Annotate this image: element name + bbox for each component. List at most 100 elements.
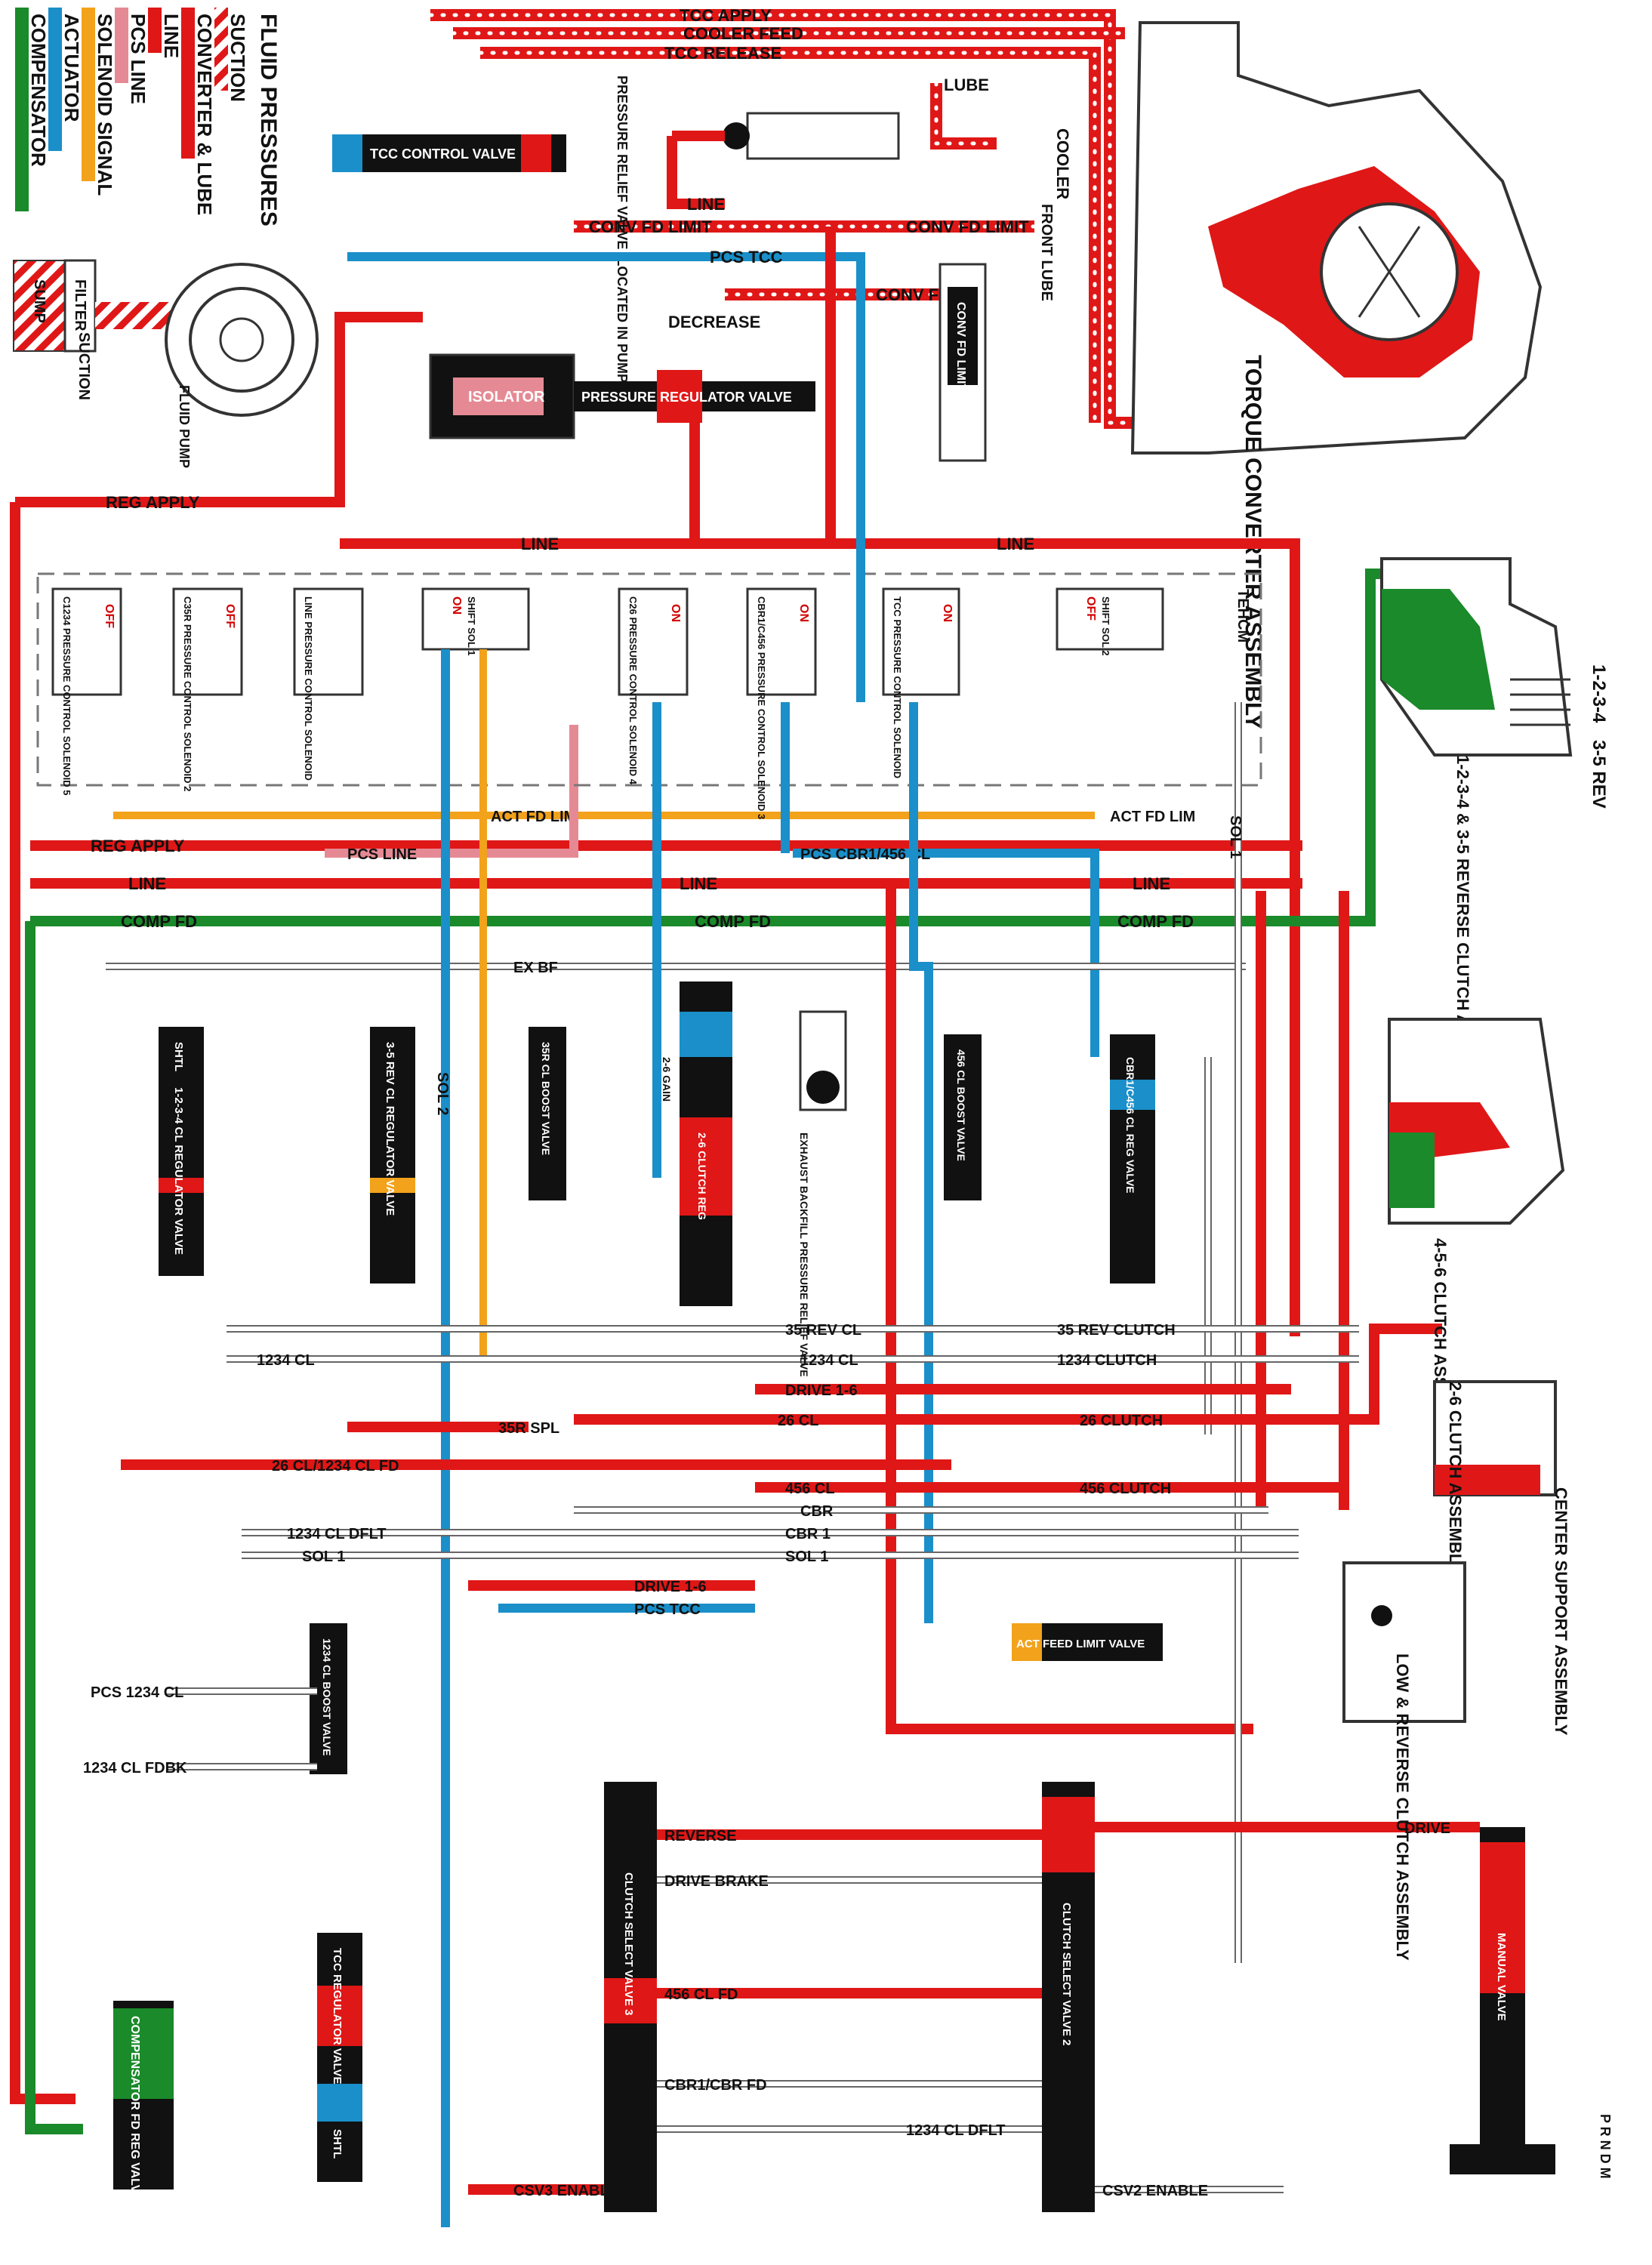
line-bus-label-2: LINE — [680, 874, 717, 893]
valve-clutch-select-2: CLUTCH SELECT VALVE 2 — [1042, 1782, 1095, 2212]
svg-text:TCC PRESSURE CONTROL SOLENOID: TCC PRESSURE CONTROL SOLENOID — [892, 596, 903, 778]
filter-label: FILTER — [72, 279, 88, 331]
1234-cl-dflt-label: 1234 CL DFLT — [287, 1526, 387, 1542]
valve-bodies: SHTL 1-2-3-4 CL REGULATOR VALVE 3-5 REV … — [113, 982, 1613, 2212]
filter — [63, 259, 97, 353]
line-upper-bus — [340, 538, 1300, 1336]
sol-1-right-label: SOL 1 — [1227, 815, 1244, 858]
svg-text:35R CL BOOST VALVE: 35R CL BOOST VALVE — [540, 1042, 552, 1155]
svg-text:1-2-3-4: 1-2-3-4 — [1589, 664, 1609, 723]
456-cl-fd-label: 456 CL FD — [664, 1986, 738, 2003]
pcs-cbr1-label: PCS CBR1/456 CL — [800, 846, 930, 863]
1234-cl-fdbk-label: 1234 CL FDBK — [83, 1760, 187, 1777]
tehcm-box — [36, 572, 1262, 787]
solenoid-line: LINE PRESSURE CONTROL SOLENOID — [293, 587, 364, 781]
line-bus-label-3: LINE — [1133, 874, 1170, 893]
svg-text:OFF: OFF — [1084, 596, 1097, 621]
comp-fd-left — [25, 921, 83, 2134]
pcs-tcc-label: PCS TCC — [710, 248, 783, 267]
legend-swatch-pcs-line — [115, 8, 128, 83]
svg-text:CBR1/C456 PRESSURE CONTROL SOL: CBR1/C456 PRESSURE CONTROL SOLENOID 3 — [756, 596, 767, 819]
clutch-456-assembly: 4-5-6 CLUTCH ASSEMBLY — [1388, 1018, 1565, 1445]
valve-1234-regulator: SHTL 1-2-3-4 CL REGULATOR VALVE — [159, 1027, 204, 1276]
cbr-label: CBR — [800, 1503, 834, 1520]
svg-text:2-6 GAIN: 2-6 GAIN — [661, 1057, 673, 1102]
svg-text:C1234 PRESSURE CONTROL SOLENOI: C1234 PRESSURE CONTROL SOLENOID 5 — [61, 596, 72, 795]
456-cl-label: 456 CL — [785, 1481, 835, 1497]
svg-text:SHIFT SOL 2: SHIFT SOL 2 — [1100, 596, 1111, 656]
conv-fd-limit-label-2: CONV FD LIMIT — [906, 217, 1029, 236]
pcs-tcc-top — [347, 252, 865, 702]
valve-35r-boost: 35R CL BOOST VALVE — [529, 1027, 566, 1200]
svg-text:TCC REGULATOR VALVE: TCC REGULATOR VALVE — [331, 1948, 344, 2085]
legend-swatch-actuator — [48, 8, 62, 151]
sump-filter-area: SUMP FILTER SUCTION FLUID PUMP — [13, 259, 319, 468]
csv3-enable-label: CSV3 ENABLE — [513, 2183, 619, 2199]
valve-456-boost: 456 CL BOOST VALVE — [944, 1034, 982, 1200]
svg-text:OFF: OFF — [103, 604, 116, 628]
drive-16-label-2: DRIVE 1-6 — [634, 1579, 707, 1595]
tehcm-label: TEHCM — [1234, 589, 1251, 643]
sol-1-label: SOL 1 — [302, 1549, 345, 1565]
reverse-clutch-assembly: 1-2-3-4 3-5 REV 1-2-3-4 & 3-5 REVERSE CL… — [1380, 557, 1609, 1105]
svg-text:2-6 CLUTCH REG: 2-6 CLUTCH REG — [696, 1132, 708, 1220]
reverse-label: REVERSE — [664, 1828, 737, 1844]
valve-35rev-regulator: 3-5 REV CL REGULATOR VALVE — [370, 1027, 415, 1284]
svg-text:LINE PRESSURE CONTROL SOLENOID: LINE PRESSURE CONTROL SOLENOID — [303, 596, 314, 781]
1234-cl-label: 1234 CL — [257, 1352, 315, 1369]
pump-hub — [219, 317, 264, 362]
center-support-assembly: CENTER SUPPORT ASSEMBLY — [1552, 1487, 1570, 1736]
26-cl-1234-cl-fd-label: 26 CL/1234 CL FD — [272, 1458, 399, 1475]
solenoid-c26: C26 PRESSURE CONTROL SOLENOID 4 ON — [618, 587, 689, 785]
line-lower-riser — [886, 883, 1253, 1734]
legend-swatch-compensator — [15, 8, 29, 211]
decrease-label: DECREASE — [668, 313, 760, 331]
solenoid-c35r: C35R PRESSURE CONTROL SOLENOID 2 OFF — [172, 587, 243, 791]
valve-tcc-regulator: TCC REGULATOR VALVE SHTL — [317, 1933, 362, 2182]
sol-1-label-2: SOL 1 — [785, 1549, 828, 1565]
26-cl-label: 26 CL — [778, 1413, 818, 1429]
front-lube-label: FRONT LUBE — [1038, 204, 1055, 301]
svg-text:ON: ON — [450, 596, 463, 615]
svg-text:SHTL: SHTL — [172, 1042, 185, 1071]
comp-fd-label-2: COMP FD — [695, 912, 771, 931]
sump-label: SUMP — [31, 279, 48, 323]
line-bus-label: LINE — [128, 874, 166, 893]
pressure-regulator-label: PRESSURE REGULATOR VALVE — [581, 390, 792, 405]
35-rev-cl-label: 35 REV CL — [785, 1322, 861, 1339]
comp-fd-label: COMP FD — [121, 912, 197, 931]
svg-text:ON: ON — [797, 604, 810, 622]
1234-cl-dflt-label-2: 1234 CL DFLT — [906, 2122, 1006, 2139]
svg-text:LOW & REVERSE CLUTCH ASSEMBLY: LOW & REVERSE CLUTCH ASSEMBLY — [1393, 1653, 1412, 1961]
legend-converter-label: CONVERTER & LUBE — [193, 14, 216, 215]
legend: COMPENSATOR ACTUATOR SOLENOID SIGNAL PCS… — [15, 8, 281, 226]
csv2-enable-label: CSV2 ENABLE — [1102, 2183, 1208, 2199]
pcs-tcc-passage — [909, 702, 933, 1623]
svg-text:CLUTCH SELECT VALVE 3: CLUTCH SELECT VALVE 3 — [622, 1872, 635, 2015]
svg-text:EXHAUST BACKFILL PRESSURE RELI: EXHAUST BACKFILL PRESSURE RELIEF VALVE — [798, 1132, 810, 1377]
svg-text:ACT FEED LIMIT VALVE: ACT FEED LIMIT VALVE — [1016, 1638, 1145, 1650]
26-clutch-passage — [574, 1324, 1442, 1425]
solenoid-shift-1: SHIFT SOL 1 ON — [421, 587, 530, 656]
valve-cbr1-456-regulator: CBR1/C456 CL REG VALVE — [1110, 1034, 1155, 1284]
ex-bf-label: EX BF — [513, 960, 558, 976]
isolator — [453, 378, 544, 415]
solenoid-c1234: C1234 PRESSURE CONTROL SOLENOID 5 OFF — [51, 587, 122, 795]
act-fd-lim-label: ACT FD LIM — [491, 809, 576, 825]
valve-compensator-reg: COMPENSATOR FD REG VALVE — [113, 2001, 174, 2201]
torque-converter: TORQUE CONVERTER ASSEMBLY COOLER FRONT L… — [1038, 21, 1543, 729]
vertical-passages: SOL 2 PCS TCC SOL 1 — [347, 226, 1349, 2227]
suction-passage — [95, 302, 171, 329]
svg-text:SHTL: SHTL — [331, 2129, 344, 2159]
svg-text:2-6 CLUTCH ASSEMBLY: 2-6 CLUTCH ASSEMBLY — [1446, 1382, 1465, 1573]
relief-line-label: LINE — [687, 195, 725, 214]
svg-text:3-5 REV: 3-5 REV — [1589, 740, 1609, 809]
valve-26-regulator: 2-6 CLUTCH REG 2-6 GAIN — [661, 982, 732, 1306]
svg-text:COMPENSATOR FD REG VALVE: COMPENSATOR FD REG VALVE — [128, 2016, 141, 2201]
legend-pcs-line-label: PCS LINE — [127, 14, 149, 104]
legend-swatch-line — [148, 8, 162, 53]
tehcm: TEHCM C1234 PRESSURE CONTROL SOLENOID 5 … — [36, 572, 1262, 819]
35-rev-clutch-label: 35 REV CLUTCH — [1057, 1322, 1176, 1339]
tcc-apply-label: TCC APPLY — [680, 6, 772, 25]
svg-text:3-5 REV CL REGULATOR VALVE: 3-5 REV CL REGULATOR VALVE — [384, 1042, 396, 1216]
